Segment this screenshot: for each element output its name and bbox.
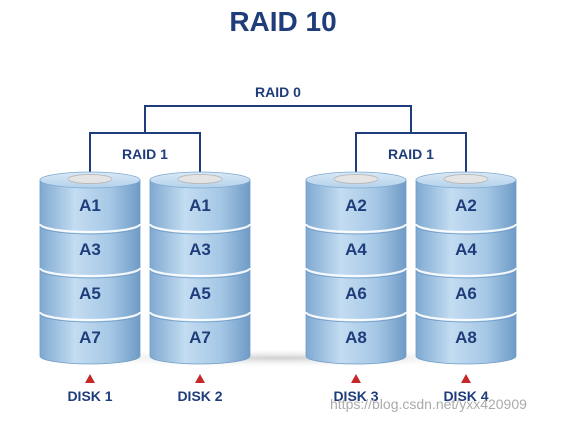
segment-divider	[304, 267, 408, 278]
segment-divider	[148, 311, 252, 322]
block-label: A2	[455, 196, 477, 215]
block-label: A6	[455, 284, 477, 303]
raid1-label-left: RAID 1	[122, 146, 168, 162]
disk-2-arrow	[195, 374, 205, 383]
disk-3-label: DISK 3	[333, 388, 379, 404]
segment-edge	[149, 269, 251, 279]
segment-divider	[304, 223, 408, 234]
disk-3-arrow	[351, 374, 361, 383]
block-label: A1	[79, 196, 101, 215]
segment-edge	[305, 313, 407, 323]
block-label: A7	[79, 328, 101, 347]
segment-edge	[305, 269, 407, 279]
segment-edge	[149, 225, 251, 235]
segment-divider	[38, 267, 142, 278]
diagram-title: RAID 10	[229, 6, 337, 37]
segment-divider	[414, 267, 518, 278]
segment-edge	[415, 313, 517, 323]
segment-edge	[39, 269, 141, 279]
raid1-connector-left	[89, 132, 201, 178]
raid0-connector	[144, 105, 412, 133]
disk-4-arrow	[461, 374, 471, 383]
raid1-connector-right	[355, 132, 467, 178]
spindle-cap	[177, 174, 223, 184]
block-label: A4	[345, 240, 367, 259]
segment-edge	[39, 225, 141, 235]
disk-1-arrow	[85, 374, 95, 383]
segment-divider	[148, 223, 252, 234]
spindle-cap	[333, 174, 379, 184]
segment-divider	[148, 267, 252, 278]
block-label: A5	[189, 284, 211, 303]
segment-divider	[414, 223, 518, 234]
block-label: A4	[455, 240, 477, 259]
disk-2-label: DISK 2	[177, 388, 223, 404]
spindle-cap	[443, 174, 489, 184]
block-label: A8	[455, 328, 477, 347]
segment-edge	[415, 225, 517, 235]
segment-divider	[38, 223, 142, 234]
spindle-cap	[67, 174, 113, 184]
raid0-label: RAID 0	[255, 84, 301, 100]
segment-edge	[415, 269, 517, 279]
segment-divider	[38, 311, 142, 322]
block-label: A2	[345, 196, 367, 215]
block-label: A8	[345, 328, 367, 347]
block-label: A3	[79, 240, 101, 259]
segment-edge	[39, 313, 141, 323]
segment-edge	[149, 313, 251, 323]
disk-1-label: DISK 1	[67, 388, 113, 404]
segment-divider	[304, 311, 408, 322]
segment-edge	[305, 225, 407, 235]
raid1-label-right: RAID 1	[388, 146, 434, 162]
disk-4-label: DISK 4	[443, 388, 489, 404]
block-label: A7	[189, 328, 211, 347]
block-label: A1	[189, 196, 211, 215]
block-label: A5	[79, 284, 101, 303]
block-label: A3	[189, 240, 211, 259]
block-label: A6	[345, 284, 367, 303]
watermark: https://blog.csdn.net/yxx420909	[330, 396, 527, 412]
segment-divider	[414, 311, 518, 322]
